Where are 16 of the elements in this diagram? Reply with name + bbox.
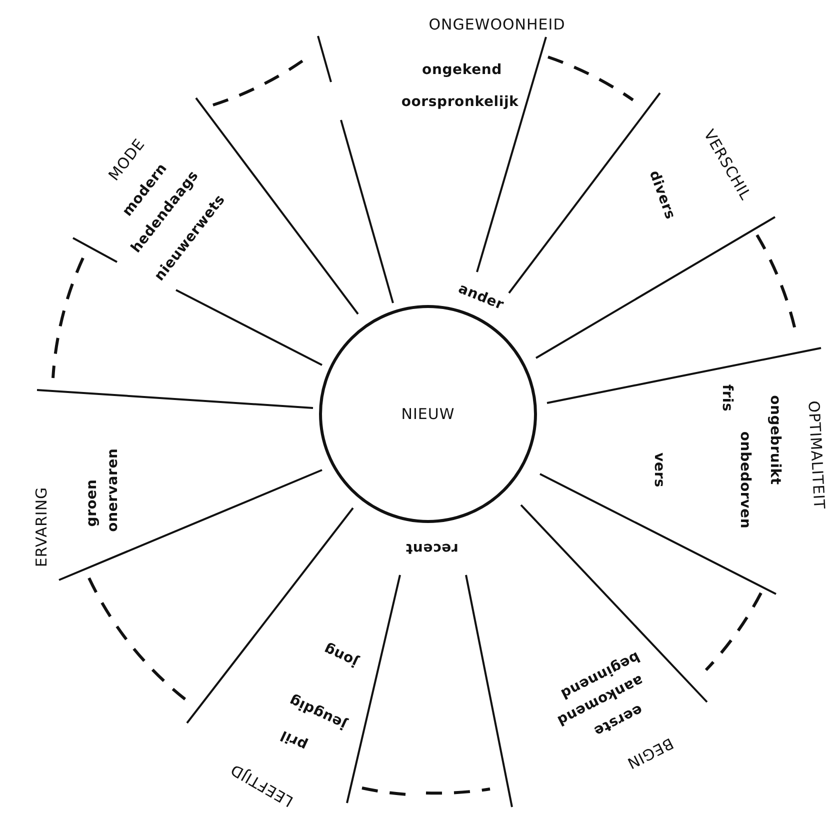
synonym-word: ander: [456, 282, 506, 312]
synonym-word: groen: [85, 479, 99, 527]
synonym-word: fris: [720, 384, 734, 412]
synonym-word: vers: [652, 452, 666, 488]
synonym-word: ongekend: [422, 63, 502, 77]
synonym-word: recent: [406, 541, 458, 555]
synonym-word: oorspronkelijk: [401, 95, 519, 109]
synonym-word: onbedorven: [738, 431, 752, 529]
synonym-word: divers: [646, 168, 678, 222]
synonym-word: onervaren: [106, 448, 120, 532]
category-heading: ONGEWOONHEID: [428, 18, 566, 32]
center-term: NIEUW: [401, 405, 455, 423]
synonym-word: pril: [278, 728, 310, 752]
category-heading: ERVARING: [34, 486, 50, 568]
category-heading: OPTIMALITEIT: [806, 400, 826, 510]
synonym-word: ongebruikt: [768, 395, 782, 485]
